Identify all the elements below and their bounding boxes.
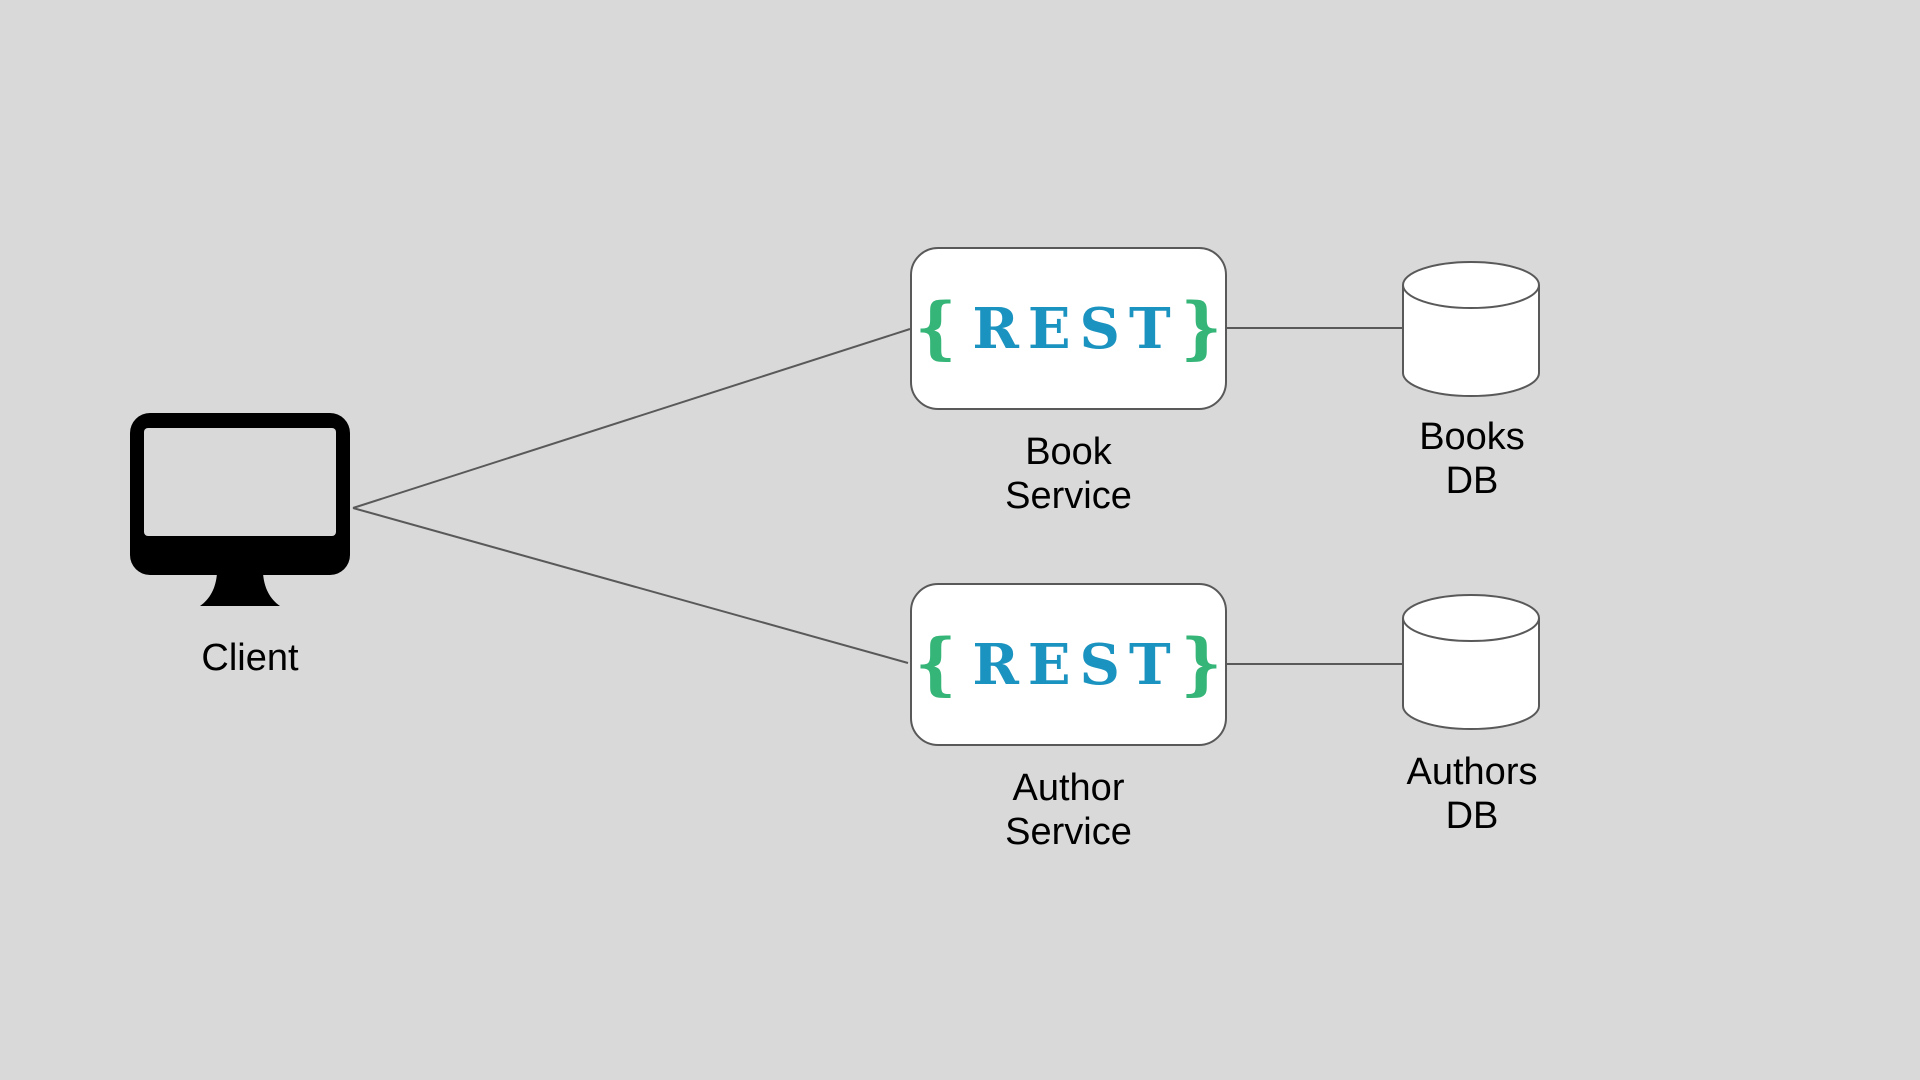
monitor-icon: [130, 413, 350, 606]
book-service-label-line2: Service: [1005, 475, 1132, 517]
rest-close-brace: }: [1180, 288, 1222, 368]
authors-db-label-line2: DB: [1445, 795, 1499, 837]
book-service-label: Book Service: [910, 430, 1227, 518]
rest-logo: { REST }: [915, 288, 1222, 368]
rest-logo: { REST }: [915, 624, 1222, 704]
authors-db-label: Authors DB: [1352, 750, 1592, 838]
author-service-label: Author Service: [910, 766, 1227, 854]
database-icon: [1402, 594, 1540, 730]
rest-logo-text: REST: [972, 295, 1180, 362]
rest-open-brace: {: [915, 288, 957, 368]
author-service-node: { REST }: [910, 583, 1227, 746]
authors-db-label-line1: Authors: [1406, 751, 1538, 793]
database-icon: [1402, 261, 1540, 397]
books-db-label-line2: DB: [1445, 460, 1499, 502]
books-db-node: [1402, 261, 1540, 398]
book-service-node: { REST }: [910, 247, 1227, 410]
client-label: Client: [130, 636, 370, 680]
client-node: [130, 413, 350, 608]
rest-open-brace: {: [915, 624, 957, 704]
client-label-text: Client: [201, 637, 299, 679]
book-service-label-line1: Book: [1025, 431, 1112, 473]
books-db-label: Books DB: [1352, 415, 1592, 503]
authors-db-node: [1402, 594, 1540, 731]
author-service-label-line1: Author: [1012, 767, 1125, 809]
edge-client-book-service: [352, 328, 911, 509]
edge-client-author-service: [352, 507, 909, 664]
author-service-label-line2: Service: [1005, 811, 1132, 853]
rest-logo-text: REST: [972, 631, 1180, 698]
books-db-label-line1: Books: [1419, 416, 1525, 458]
rest-close-brace: }: [1180, 624, 1222, 704]
